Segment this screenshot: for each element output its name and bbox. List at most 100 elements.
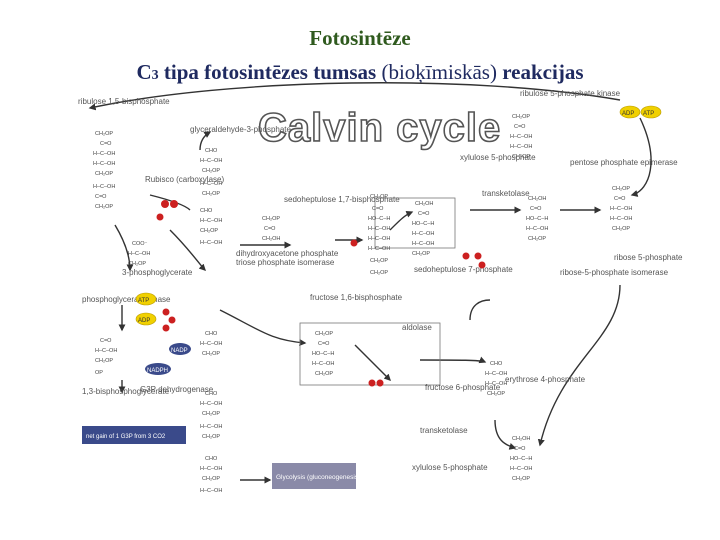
subtitle-subscript: 3 (151, 68, 159, 83)
co2-markers (156, 200, 486, 387)
svg-text:CH₂OP: CH₂OP (202, 191, 220, 197)
svg-text:COO⁻: COO⁻ (132, 241, 148, 247)
subtitle-suffix: reakcijas (496, 60, 584, 84)
svg-text:CH₂OP: CH₂OP (95, 171, 113, 177)
svg-text:H–C–OH: H–C–OH (200, 240, 222, 246)
svg-text:CH₂OP: CH₂OP (370, 258, 388, 264)
subtitle-prefix: C (136, 60, 152, 84)
label-aldolase: aldolase (402, 323, 432, 332)
atp-label-top: ATP (643, 111, 654, 117)
svg-text:C=O: C=O (514, 124, 526, 130)
glycolysis-label: Glycolysis (gluconeogenesis) (276, 474, 360, 481)
svg-text:CHO: CHO (205, 148, 218, 154)
label-dhap: dihydroxyacetone phosphate (236, 249, 339, 258)
svg-text:H–C–OH: H–C–OH (368, 246, 390, 252)
label-triose-isomerase: triose phosphate isomerase (236, 258, 335, 267)
atp-label: ATP (138, 298, 149, 304)
svg-text:H–C–OH: H–C–OH (526, 226, 548, 232)
svg-text:CH₂OP: CH₂OP (512, 476, 530, 482)
nadp-label: NADP (171, 348, 188, 354)
svg-text:H–C–OH: H–C–OH (200, 218, 222, 224)
svg-text:CH₂OP: CH₂OP (202, 411, 220, 417)
nadph-badge (145, 363, 171, 375)
adp-badge-top (619, 105, 641, 119)
label-rubp: ribulose 1,5-bisphosphate (78, 97, 170, 106)
svg-text:H–C–OH: H–C–OH (200, 488, 222, 494)
svg-text:HO–C–H: HO–C–H (526, 216, 548, 222)
svg-text:CH₂OP: CH₂OP (262, 216, 280, 222)
svg-text:HO–C–H: HO–C–H (368, 216, 390, 222)
adp-badge (135, 312, 157, 326)
svg-text:CH₂OP: CH₂OP (95, 131, 113, 137)
molecule-bpg: C=O H–C–OH CH₂OP OP (95, 338, 117, 376)
subtitle-paren: (bioķīmiskās) (381, 60, 497, 84)
svg-text:CH₂OP: CH₂OP (512, 154, 530, 160)
svg-text:H–C–OH: H–C–OH (412, 241, 434, 247)
label-ru5p-kinase: ribulose 5-phosphate kinase (520, 89, 621, 98)
svg-text:H–C–OH: H–C–OH (610, 206, 632, 212)
svg-text:CH₂OP: CH₂OP (128, 261, 146, 267)
svg-text:C=O: C=O (614, 196, 626, 202)
svg-text:H–C–OH: H–C–OH (200, 424, 222, 430)
svg-text:OP: OP (95, 370, 103, 376)
glycolysis-box (272, 463, 356, 489)
svg-text:CH₂OP: CH₂OP (612, 226, 630, 232)
label-rubisco: Rubisco (carboxylase) (145, 175, 224, 184)
svg-text:HO–C–H: HO–C–H (510, 456, 532, 462)
svg-text:CH₂OP: CH₂OP (487, 391, 505, 397)
label-s7p: sedoheptulose 7-phosphate (414, 265, 513, 274)
label-pg-kinase: phosphoglycerate kinase (82, 295, 171, 304)
label-bpg: 1,3-bisphosphoglycerate (82, 387, 170, 396)
svg-text:CH₂OP: CH₂OP (512, 114, 530, 120)
svg-text:H–C–OH: H–C–OH (200, 466, 222, 472)
label-xu5p-top: xylulose 5-phosphate (460, 153, 536, 162)
cofactor-badges: ADP ATP ATP ADP NADP NADPH (135, 105, 662, 375)
svg-text:CH₂OP: CH₂OP (202, 476, 220, 482)
adp-label: ADP (138, 318, 150, 324)
label-fbp: fructose 1,6-bisphosphate (310, 293, 403, 302)
molecule-3pg: COO⁻ H–C–OH CH₂OP (128, 241, 150, 267)
label-transketolase-bottom: transketolase (420, 426, 468, 435)
svg-text:H–C–OH: H–C–OH (510, 144, 532, 150)
slide-title: Fotosintēze (309, 26, 411, 50)
label-epimerase: pentose phosphate epimerase (570, 158, 678, 167)
svg-text:C=O: C=O (530, 206, 542, 212)
svg-text:CH₂OP: CH₂OP (95, 358, 113, 364)
label-pentose-isomerase: ribose-5-phosphate isomerase (560, 268, 669, 277)
svg-text:H–C–OH: H–C–OH (312, 361, 334, 367)
svg-text:H–C–OH: H–C–OH (128, 251, 150, 257)
svg-text:H–C–OH: H–C–OH (485, 381, 507, 387)
svg-text:C=O: C=O (100, 338, 112, 344)
svg-text:CHO: CHO (200, 208, 213, 214)
net-gain-label: net gain of 1 G3P from 3 CO2 (86, 434, 166, 440)
svg-text:H–C–OH: H–C–OH (368, 236, 390, 242)
label-e4p: erythrose 4-phosphate (505, 375, 586, 384)
svg-text:H–C–OH: H–C–OH (610, 216, 632, 222)
svg-text:CH₂OP: CH₂OP (200, 228, 218, 234)
svg-text:H–C–OH: H–C–OH (200, 181, 222, 187)
label-dehydrogenase: G3P dehydrogenase (140, 385, 214, 394)
svg-text:CH₂OP: CH₂OP (370, 270, 388, 276)
svg-text:C=O: C=O (514, 446, 526, 452)
svg-text:H–C–OH: H–C–OH (200, 401, 222, 407)
svg-text:C=O: C=O (264, 226, 276, 232)
svg-text:CH₂OP: CH₂OP (202, 434, 220, 440)
svg-text:CH₂OP: CH₂OP (528, 236, 546, 242)
atp-badge-top (640, 105, 662, 119)
cycle-arrows (88, 82, 652, 484)
svg-text:CH₂OP: CH₂OP (315, 331, 333, 337)
adp-label-top: ADP (622, 111, 634, 117)
svg-text:C=O: C=O (418, 211, 430, 217)
svg-text:CHO: CHO (205, 456, 218, 462)
svg-text:H–C–OH: H–C–OH (95, 348, 117, 354)
pathway-labels: ribulose 1,5-bisphosphate glyceraldehyde… (78, 89, 683, 472)
